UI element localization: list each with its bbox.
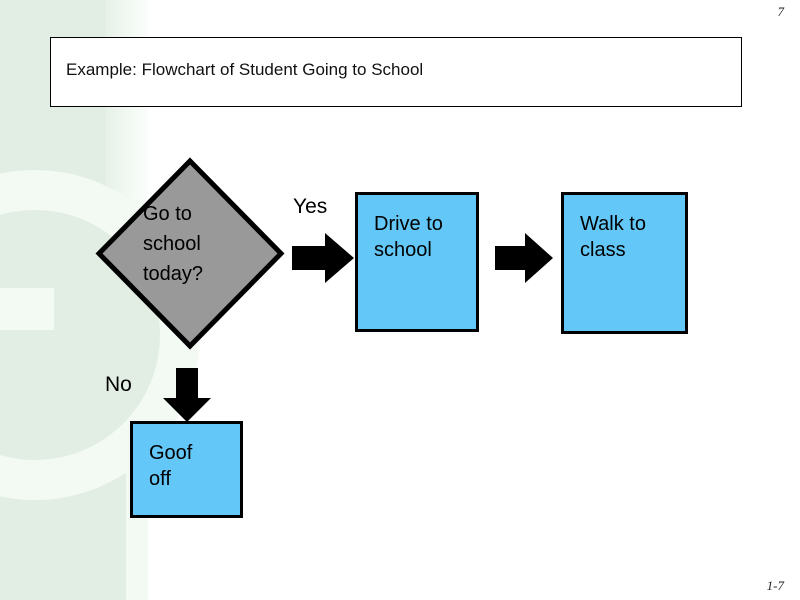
title-placeholder: Example: Flowchart of Student Going to S… xyxy=(50,37,742,107)
process-node-goof-off: Goof off xyxy=(130,421,243,518)
decision-label-line1: Go to xyxy=(143,203,192,225)
decision-label-line3: today? xyxy=(143,263,204,285)
background-notch xyxy=(0,288,54,330)
walk-to-class-label: Walk to class xyxy=(580,211,646,263)
page-title: Example: Flowchart of Student Going to S… xyxy=(66,60,424,79)
process-node-walk-to-class: Walk to class xyxy=(561,192,688,334)
connector-decision-to-goof xyxy=(163,368,211,427)
walk-label-line2: class xyxy=(580,239,626,261)
branch-label-yes: Yes xyxy=(293,195,328,218)
decision-label-line2: school xyxy=(143,233,201,255)
drive-label-line1: Drive to xyxy=(374,213,443,235)
slide-number-bottom: 1-7 xyxy=(766,578,784,593)
branch-label-no: No xyxy=(105,373,132,396)
goof-label-line2: off xyxy=(149,468,171,490)
goof-label-line1: Goof xyxy=(149,442,193,464)
connector-decision-to-drive xyxy=(292,233,354,288)
process-node-drive-to-school: Drive to school xyxy=(355,192,479,332)
diamond-shape-icon xyxy=(95,157,285,350)
right-arrow-icon xyxy=(292,233,354,283)
drive-to-school-label: Drive to school xyxy=(374,211,443,263)
down-arrow-icon xyxy=(163,368,211,422)
goof-off-label: Goof off xyxy=(149,440,192,492)
slide-number-top: 7 xyxy=(777,4,785,19)
walk-label-line1: Walk to xyxy=(580,213,646,235)
decision-node-go-to-school: Go to school today? xyxy=(95,157,285,350)
right-arrow-icon xyxy=(495,233,553,283)
connector-drive-to-walk xyxy=(495,233,553,288)
drive-label-line2: school xyxy=(374,239,432,261)
decision-node-label: Go to school today? xyxy=(143,199,203,289)
